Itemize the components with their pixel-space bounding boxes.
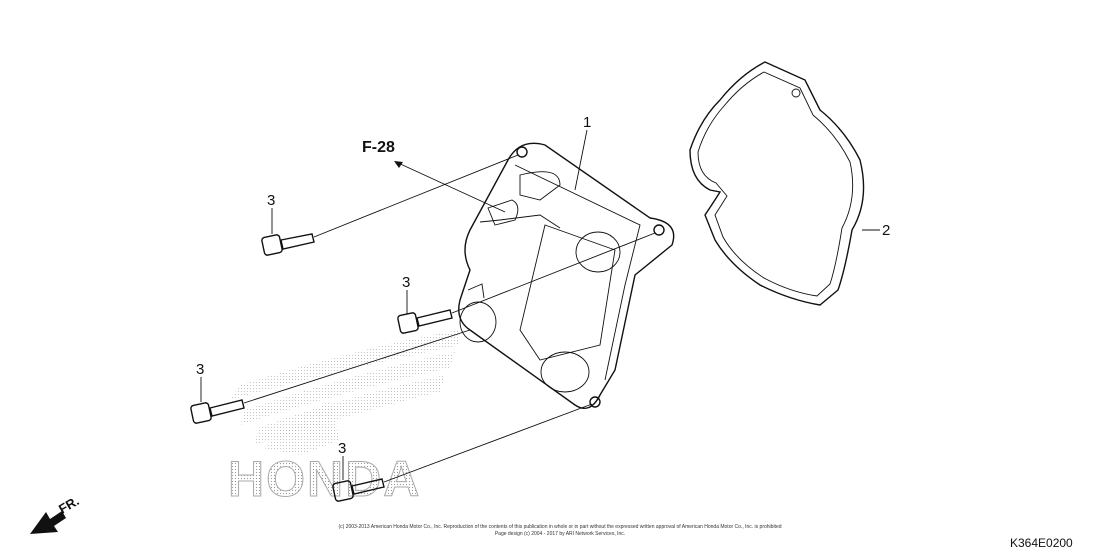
assembly-lines: [243, 154, 656, 483]
cylinder-head-cover[interactable]: [458, 142, 675, 409]
flange-bolt-c[interactable]: [190, 399, 245, 424]
callout-part-1[interactable]: 1: [583, 114, 591, 131]
copyright-line-1: (c) 2003-2013 American Honda Motor Co., …: [338, 524, 781, 530]
copyright-line-2: Page design (c) 2004 - 2017 by ARI Netwo…: [495, 531, 625, 537]
flange-bolt-b[interactable]: [397, 309, 453, 334]
callout-bolt-c[interactable]: 3: [196, 361, 204, 378]
honda-wing-watermark: [230, 330, 460, 455]
front-direction-arrow-icon: [30, 511, 66, 534]
flange-bolt-a[interactable]: [261, 233, 315, 256]
flange-bolt-d[interactable]: [332, 478, 385, 502]
leader-lines: [200, 129, 880, 480]
callout-bolt-d[interactable]: 3: [338, 440, 346, 457]
callout-bolt-a[interactable]: 3: [267, 192, 275, 209]
head-cover-gasket[interactable]: [689, 61, 865, 306]
callout-part-2[interactable]: 2: [882, 222, 890, 239]
diagram-code: K364E0200: [1010, 536, 1073, 550]
reference-f28-link[interactable]: F-28: [362, 139, 395, 156]
honda-watermark-text: HONDA: [228, 451, 421, 507]
callout-bolt-b[interactable]: 3: [402, 274, 410, 291]
